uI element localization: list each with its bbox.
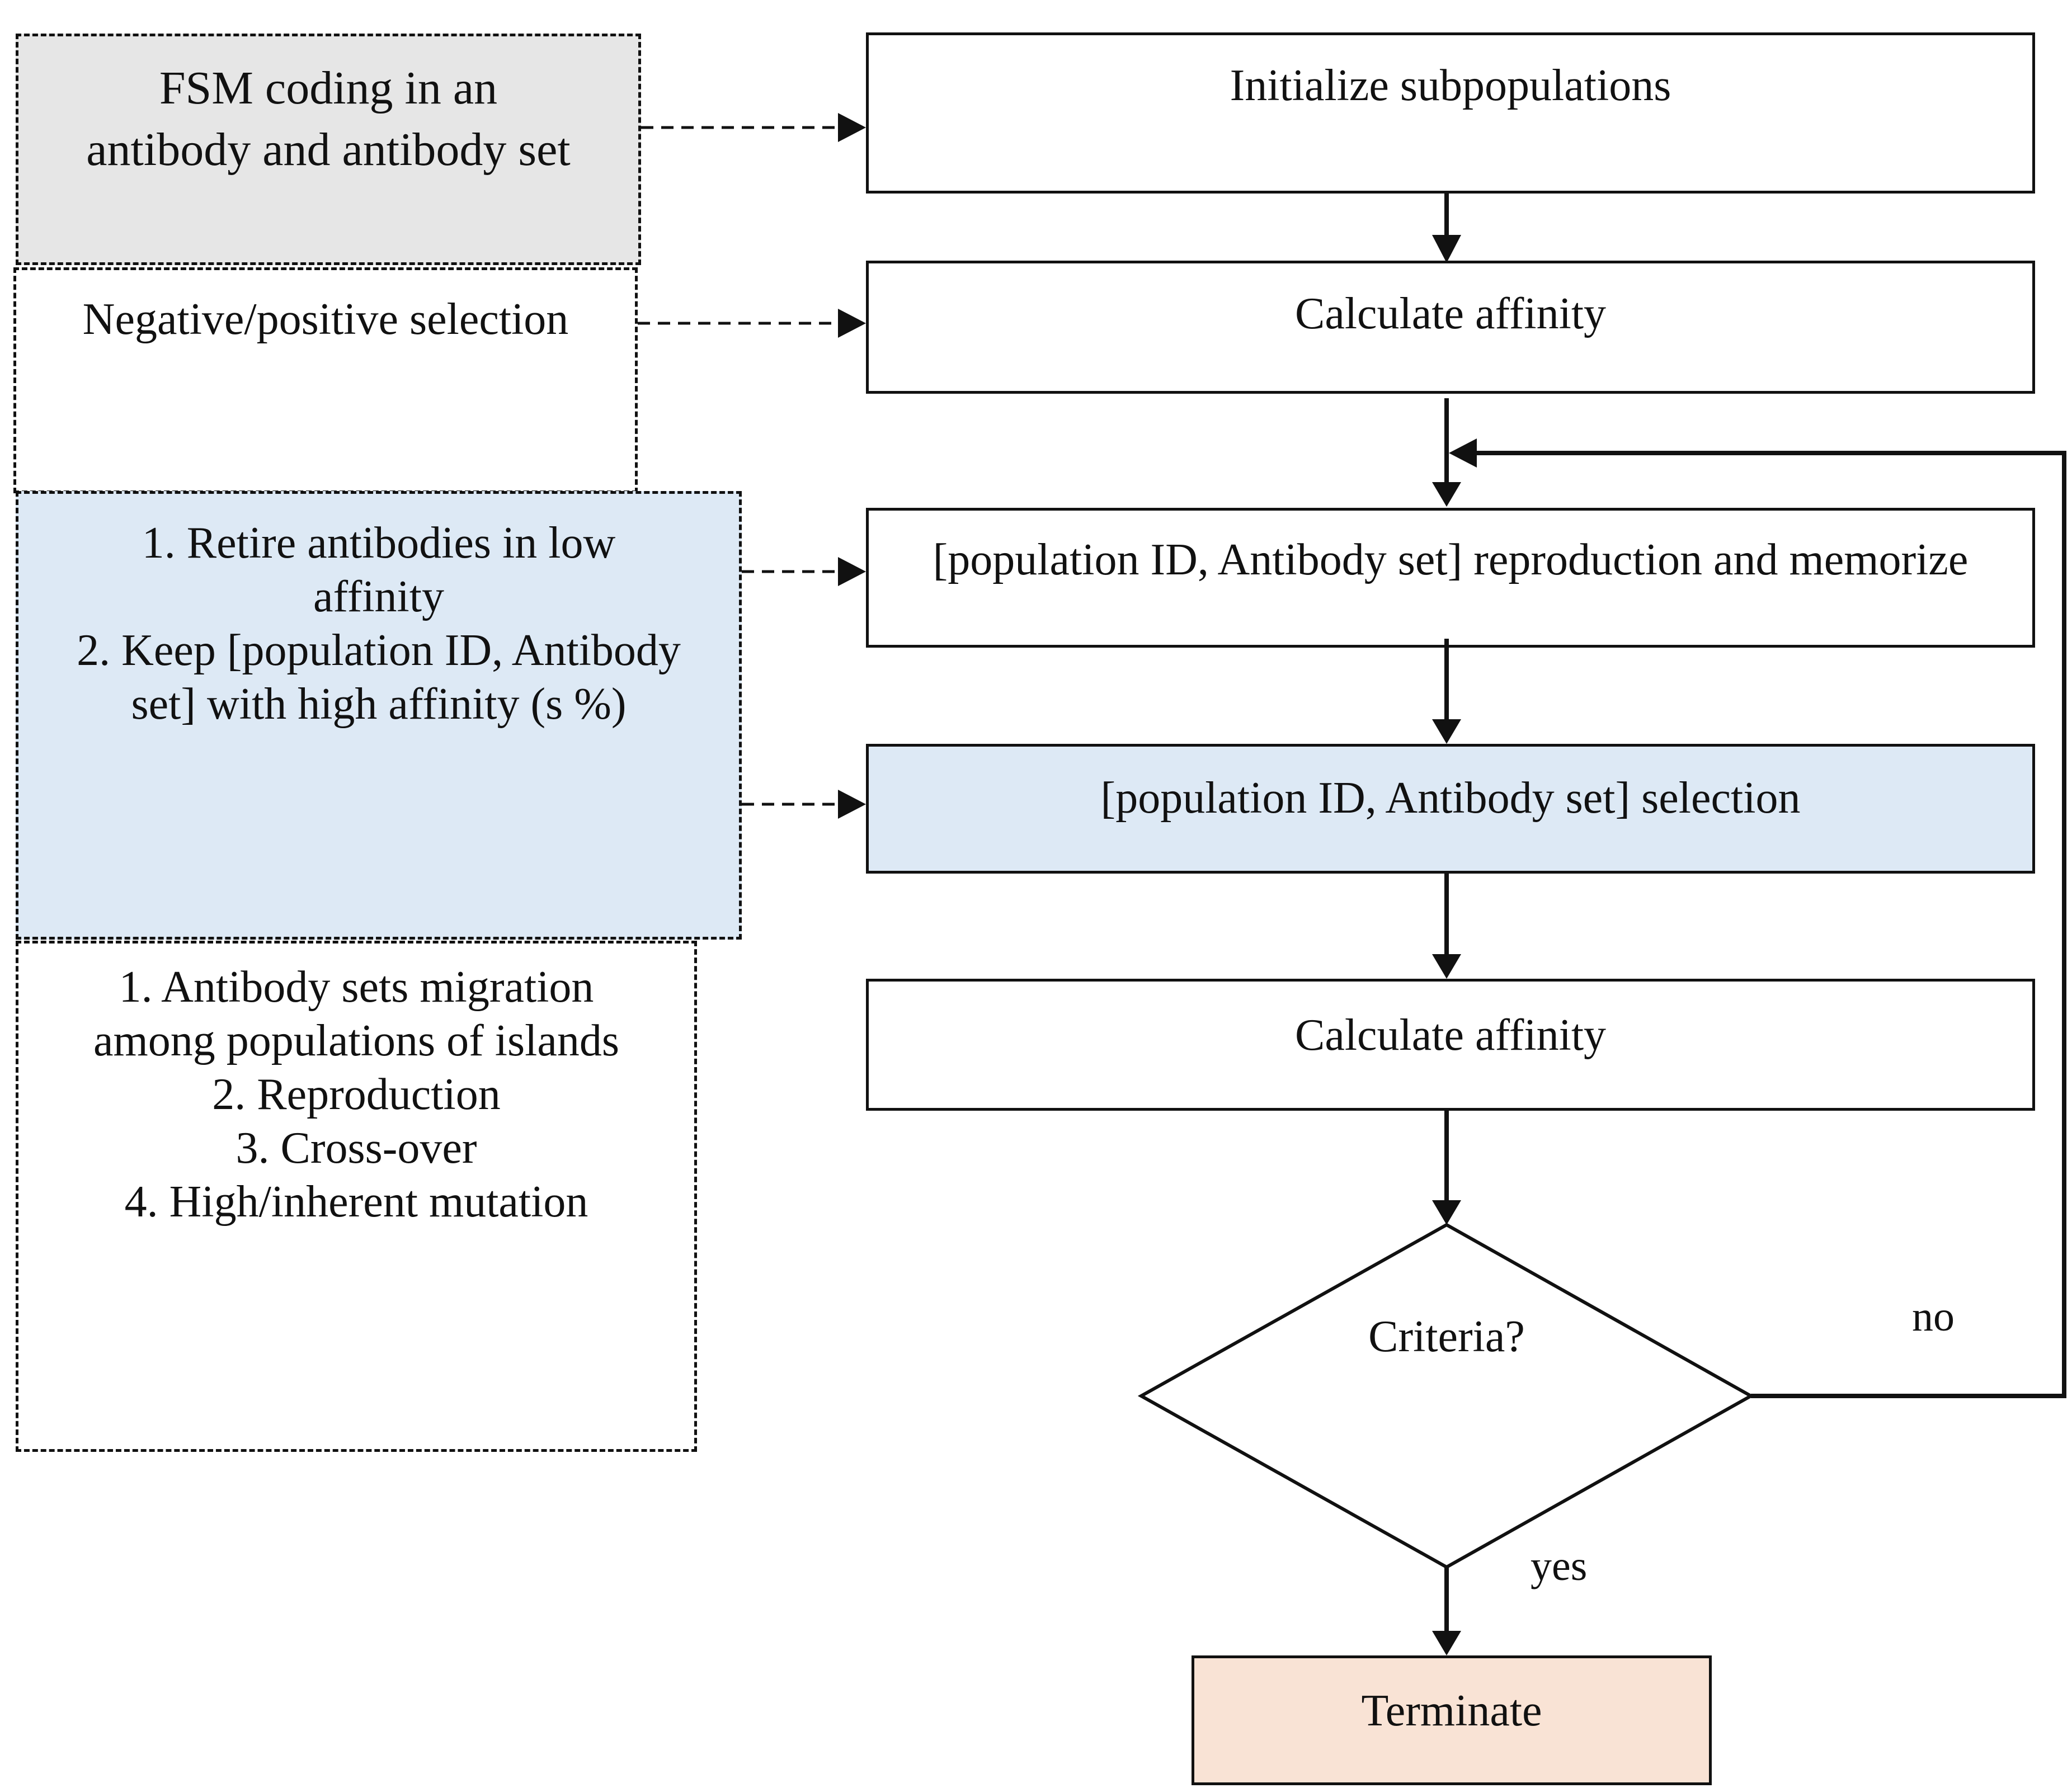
terminate-box: Terminate (1192, 1655, 1712, 1785)
criteria-text: Criteria? (1368, 1312, 1525, 1361)
calculate-affinity-text-2: Calculate affinity (1294, 1011, 1607, 1060)
calculate-affinity-text-1: Calculate affinity (1294, 289, 1607, 338)
arrowhead-criteria-to-terminate (1432, 1631, 1461, 1655)
retire-keep-panel: 1. Retire antibodies in low affinity 2. … (16, 491, 742, 940)
initialize-subpopulations-text: Initialize subpopulations (1230, 61, 1671, 110)
no-loop-arrowhead (1449, 438, 1477, 468)
reproduction-memorize-text: [population ID, Antibody set] reproducti… (933, 535, 1969, 584)
fsm-coding-line-1: FSM coding in an (159, 62, 498, 114)
retire-keep-line-4: set] with high affinity (s %) (131, 680, 627, 729)
calculate-affinity-box-1: Calculate affinity (866, 261, 2035, 394)
migration-line-2: among populations of islands (93, 1016, 619, 1065)
negative-positive-selection-panel: Negative/positive selection (13, 267, 638, 493)
initialize-subpopulations-box: Initialize subpopulations (866, 32, 2035, 194)
migration-line-1: 1. Antibody sets migration (119, 963, 594, 1012)
reproduction-memorize-box: [population ID, Antibody set] reproducti… (866, 508, 2035, 648)
retire-keep-line-3: 2. Keep [population ID, Antibody (77, 626, 681, 675)
fsm-coding-panel: FSM coding in an antibody and antibody s… (16, 34, 641, 265)
dashed-arrowhead-retire-keep-1 (838, 557, 866, 586)
arrowhead-selection-to-calc2 (1432, 954, 1461, 979)
dashed-arrowhead-fsm (838, 113, 866, 142)
migration-line-5: 4. High/inherent mutation (124, 1177, 588, 1226)
dashed-arrowheads (838, 113, 866, 819)
dashed-arrowhead-negative-positive (838, 309, 866, 338)
calculate-affinity-box-2: Calculate affinity (866, 979, 2035, 1111)
retire-keep-line-1: 1. Retire antibodies in low (142, 518, 616, 568)
terminate-text: Terminate (1361, 1686, 1542, 1735)
arrowhead-calc2-to-criteria (1432, 1200, 1461, 1225)
arrowhead-reproduction-to-selection (1432, 719, 1461, 744)
no-label: no (1912, 1293, 1955, 1340)
criteria-decision-diamond (1137, 1223, 1755, 1569)
no-loop-connector (1473, 451, 2066, 1398)
negative-positive-selection-text: Negative/positive selection (82, 295, 569, 344)
flow-arrows (1432, 194, 1461, 1655)
migration-panel: 1. Antibody sets migration among populat… (16, 941, 697, 1452)
yes-label: yes (1531, 1542, 1588, 1589)
arrowhead-calc-to-reproduction (1432, 482, 1461, 507)
arrowhead-init-to-calc (1432, 235, 1461, 263)
retire-keep-line-2: affinity (313, 572, 445, 621)
fsm-coding-line-2: antibody and antibody set (86, 124, 571, 176)
selection-box: [population ID, Antibody set] selection (866, 744, 2035, 874)
selection-text: [population ID, Antibody set] selection (1100, 773, 1801, 823)
migration-line-3: 2. Reproduction (212, 1070, 501, 1119)
dashed-arrowhead-retire-keep-2 (838, 790, 866, 819)
dashed-arrows (638, 126, 842, 806)
migration-line-4: 3. Cross-over (236, 1124, 477, 1173)
